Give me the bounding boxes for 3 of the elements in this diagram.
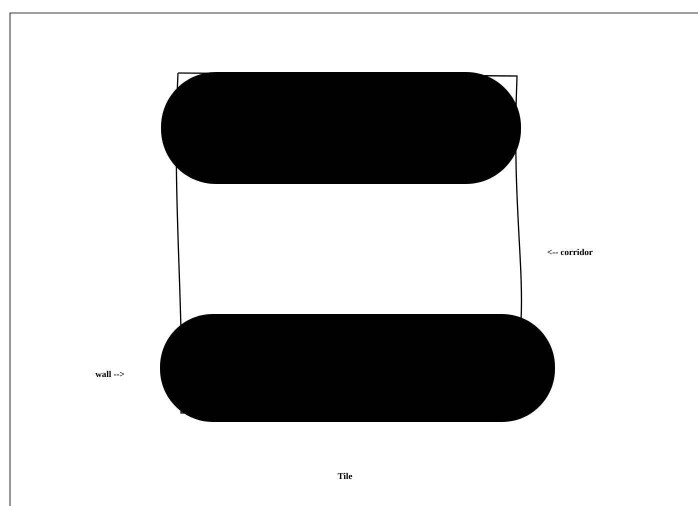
label-text: <-- corridor xyxy=(548,248,593,256)
caption-text: Tile xyxy=(338,472,352,480)
label-text: wall --> xyxy=(95,370,124,378)
